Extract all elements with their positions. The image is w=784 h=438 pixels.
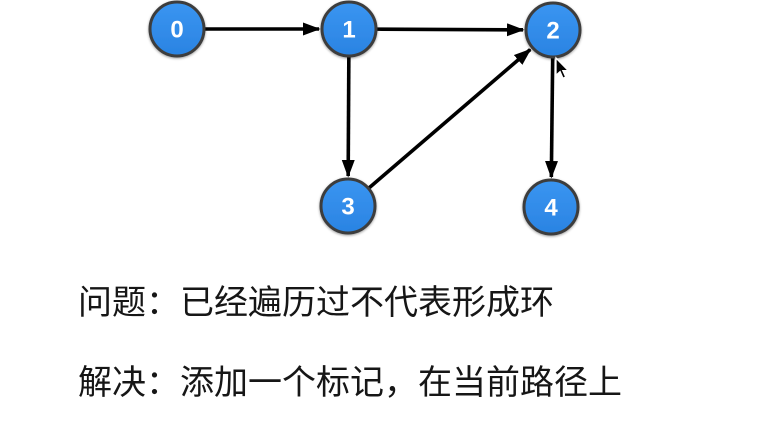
mouse-cursor-icon [555, 56, 570, 80]
directed-graph-diagram: 0 1 2 3 4 [148, 0, 582, 236]
graph-node-label: 4 [544, 195, 558, 222]
graph-node-circle [524, 1, 582, 59]
solution-text: 解决：添加一个标记，在当前路径上 [78, 364, 622, 402]
graph-edge-1-2 [376, 23, 525, 37]
graph-node-label: 0 [170, 17, 183, 44]
graph-node-1: 1 [320, 0, 378, 58]
graph-edge-2-4 [545, 57, 559, 179]
graph-node-circle [320, 0, 378, 58]
graph-node-circle [319, 177, 377, 235]
graph-edge-3-2 [368, 48, 532, 190]
graph-node-circle [148, 0, 206, 58]
graph-node-2: 2 [524, 1, 582, 59]
graph-node-0: 0 [148, 0, 206, 58]
graph-edge-1-3 [341, 56, 355, 178]
graph-node-4: 4 [522, 178, 580, 236]
problem-text: 问题：已经遍历过不代表形成环 [78, 284, 554, 322]
graph-node-label: 2 [546, 18, 559, 45]
graph-node-label: 1 [342, 17, 355, 44]
graph-node-circle [522, 178, 580, 236]
graph-node-label: 3 [341, 194, 354, 221]
graph-node-3: 3 [319, 177, 377, 235]
